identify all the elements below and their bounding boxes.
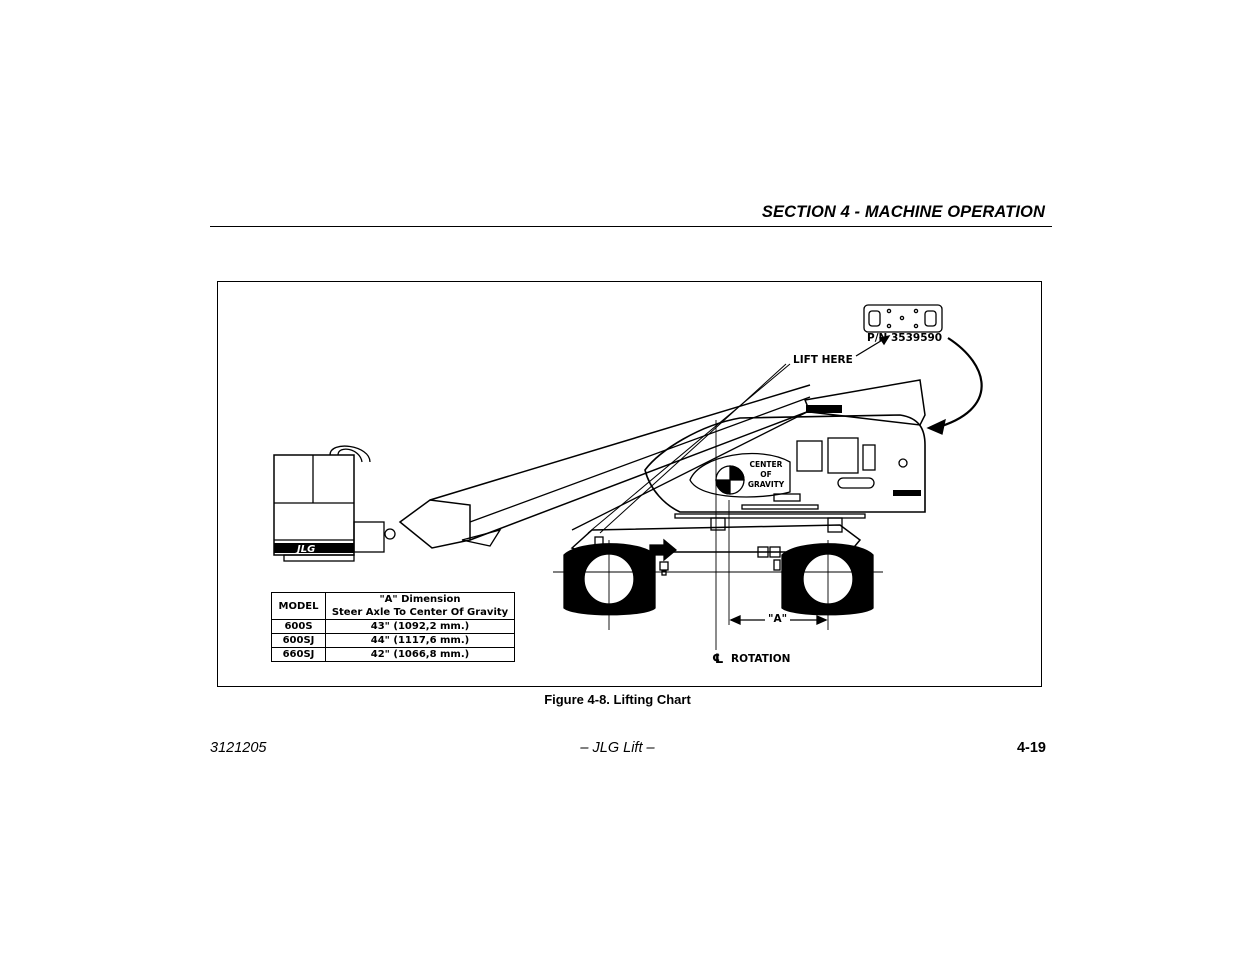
wheel-front <box>563 543 656 616</box>
curved-arrow <box>934 337 983 430</box>
lifting-lug-plate <box>863 304 943 333</box>
table-row: 600S 43" (1092,2 mm.) <box>271 619 515 634</box>
cog-line-2: OF <box>760 470 772 479</box>
figure-frame <box>217 281 1042 687</box>
table-header-dim-line1: "A" Dimension <box>379 594 461 605</box>
turntable <box>644 379 926 533</box>
section-title: SECTION 4 - MACHINE OPERATION <box>761 203 1045 221</box>
header-rule <box>210 226 1052 227</box>
table-row: 600SJ 44" (1117,6 mm.) <box>271 633 515 648</box>
cog-label: CENTER OF GRAVITY <box>742 460 790 490</box>
lift-here-label: LIFT HERE <box>793 354 853 366</box>
jlg-logo: JLG <box>295 544 315 555</box>
part-number-label: P/N 3539590 <box>867 332 943 344</box>
table-header-dim-line2: Steer Axle To Center Of Gravity <box>331 607 509 618</box>
page-number: 4-19 <box>1016 740 1046 756</box>
wheel-rear <box>781 543 874 616</box>
centerline-symbol: ℄ <box>712 652 724 667</box>
dimension-cell: 42" (1066,8 mm.) <box>325 647 515 662</box>
doc-number: 3121205 <box>210 740 267 756</box>
platform-basket <box>273 445 371 562</box>
hazard-stripes <box>274 405 921 553</box>
cog-line-1: CENTER <box>749 460 783 469</box>
table-header-model: MODEL <box>271 592 326 620</box>
model-cell: 600S <box>271 619 326 634</box>
dimension-table: MODEL "A" Dimension Steer Axle To Center… <box>271 592 515 662</box>
cog-line-3: GRAVITY <box>747 480 785 489</box>
table-header-dimension: "A" Dimension Steer Axle To Center Of Gr… <box>325 592 515 620</box>
model-cell: 660SJ <box>271 647 326 662</box>
dimension-cell: 43" (1092,2 mm.) <box>325 619 515 634</box>
boom <box>398 384 813 549</box>
footer-title: – JLG Lift – <box>580 740 655 756</box>
a-dimension-label: "A" <box>768 613 788 625</box>
rotation-label: ROTATION <box>731 653 791 665</box>
figure-caption: Figure 4-8. Lifting Chart <box>544 692 691 707</box>
table-row: 660SJ 42" (1066,8 mm.) <box>271 647 515 662</box>
dimension-cell: 44" (1117,6 mm.) <box>325 633 515 648</box>
model-cell: 600SJ <box>271 633 326 648</box>
